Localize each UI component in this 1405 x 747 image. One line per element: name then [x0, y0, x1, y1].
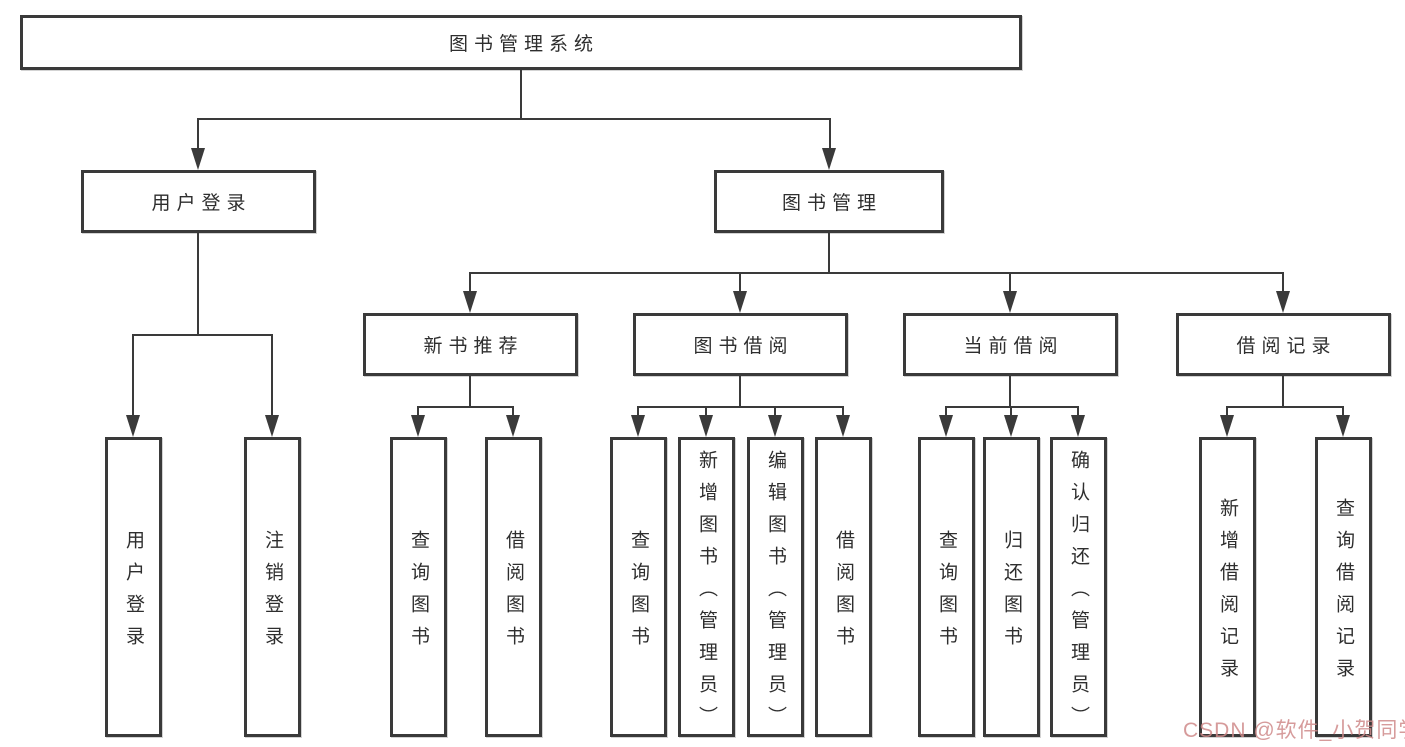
leaf-label: 新增图书（管理员）: [696, 449, 717, 738]
connector-line: [705, 406, 707, 417]
leaf-query-books-current: 查询图书: [918, 437, 975, 737]
arrow-down-icon: [1003, 291, 1017, 313]
leaf-label: 查询图书: [628, 529, 649, 658]
connector-line: [469, 272, 471, 293]
arrow-down-icon: [733, 291, 747, 313]
leaf-query-borrow-record: 查询借阅记录: [1315, 437, 1372, 737]
connector-line: [637, 406, 639, 417]
leaf-borrow-books: 借阅图书: [815, 437, 872, 737]
arrow-down-icon: [822, 148, 836, 170]
leaf-confirm-return-admin: 确认归还（管理员）: [1050, 437, 1107, 738]
node-label: 新书推荐: [423, 336, 524, 357]
arrow-down-icon: [768, 415, 782, 437]
arrow-down-icon: [1336, 415, 1350, 437]
connector-line: [512, 406, 514, 417]
connector-line: [197, 232, 199, 335]
connector-line: [739, 375, 741, 408]
leaf-add-borrow-record: 新增借阅记录: [1199, 437, 1256, 737]
connector-line: [417, 406, 514, 408]
node-label: 当前借阅: [963, 336, 1064, 357]
connector-line: [1009, 375, 1011, 408]
node-current-borrowing: 当前借阅: [903, 313, 1118, 376]
arrow-down-icon: [265, 415, 279, 437]
arrow-down-icon: [506, 415, 520, 437]
connector-line: [829, 118, 831, 152]
connector-line: [132, 334, 273, 336]
arrow-down-icon: [191, 148, 205, 170]
node-borrowing-records: 借阅记录: [1176, 313, 1391, 376]
arrow-down-icon: [126, 415, 140, 437]
connector-line: [842, 406, 844, 417]
connector-line: [469, 272, 1284, 274]
arrow-down-icon: [1071, 415, 1085, 437]
connector-line: [1226, 406, 1228, 417]
arrow-down-icon: [1004, 415, 1018, 437]
connector-line: [1077, 406, 1079, 417]
connector-line: [197, 118, 199, 152]
connector-line: [637, 406, 844, 408]
node-label: 图书管理系统: [448, 34, 599, 55]
connector-line: [197, 118, 831, 120]
node-book-management: 图书管理: [714, 170, 944, 233]
connector-line: [774, 406, 776, 417]
node-label: 用户登录: [151, 193, 252, 214]
leaf-label: 编辑图书（管理员）: [765, 449, 786, 738]
leaf-borrow-books-recommend: 借阅图书: [485, 437, 542, 737]
connector-line: [417, 406, 419, 417]
connector-line: [1342, 406, 1344, 417]
arrow-down-icon: [631, 415, 645, 437]
arrow-down-icon: [1276, 291, 1290, 313]
connector-line: [1226, 406, 1344, 408]
leaf-label: 查询借阅记录: [1333, 497, 1354, 690]
arrow-down-icon: [699, 415, 713, 437]
leaf-label: 确认归还（管理员）: [1068, 449, 1089, 738]
connector-line: [520, 69, 522, 119]
node-user-login: 用户登录: [81, 170, 316, 233]
connector-line: [469, 375, 471, 408]
leaf-query-books-recommend: 查询图书: [390, 437, 447, 737]
connector-line: [132, 334, 134, 417]
node-label: 借阅记录: [1236, 336, 1337, 357]
node-new-book-recommendation: 新书推荐: [363, 313, 578, 376]
arrow-down-icon: [1220, 415, 1234, 437]
node-label: 图书管理: [781, 193, 882, 214]
leaf-return-books: 归还图书: [983, 437, 1040, 737]
connector-line: [271, 334, 273, 417]
arrow-down-icon: [836, 415, 850, 437]
node-label: 图书借阅: [693, 336, 794, 357]
arrow-down-icon: [411, 415, 425, 437]
leaf-label: 用户登录: [123, 529, 144, 658]
connector-line: [1009, 272, 1011, 293]
leaf-logout: 注销登录: [244, 437, 301, 737]
leaf-label: 借阅图书: [833, 529, 854, 658]
leaf-label: 借阅图书: [503, 529, 524, 658]
leaf-query-books-borrow: 查询图书: [610, 437, 667, 737]
leaf-label: 查询图书: [936, 529, 957, 658]
leaf-label: 归还图书: [1001, 529, 1022, 658]
connector-line: [828, 232, 830, 274]
connector-line: [739, 272, 741, 293]
node-book-borrowing: 图书借阅: [633, 313, 848, 376]
leaf-label: 注销登录: [262, 529, 283, 658]
leaf-user-login: 用户登录: [105, 437, 162, 737]
connector-line: [945, 406, 947, 417]
leaf-label: 查询图书: [408, 529, 429, 658]
connector-line: [945, 406, 1079, 408]
node-library-management-system: 图书管理系统: [20, 15, 1022, 70]
arrow-down-icon: [939, 415, 953, 437]
connector-line: [1282, 272, 1284, 293]
arrow-down-icon: [463, 291, 477, 313]
csdn-watermark: CSDN @软件_小贺同学: [1183, 719, 1405, 742]
leaf-add-books-admin: 新增图书（管理员）: [678, 437, 735, 738]
leaf-label: 新增借阅记录: [1217, 497, 1238, 690]
leaf-edit-books-admin: 编辑图书（管理员）: [747, 437, 804, 738]
connector-line: [1010, 406, 1012, 417]
connector-line: [1282, 375, 1284, 408]
